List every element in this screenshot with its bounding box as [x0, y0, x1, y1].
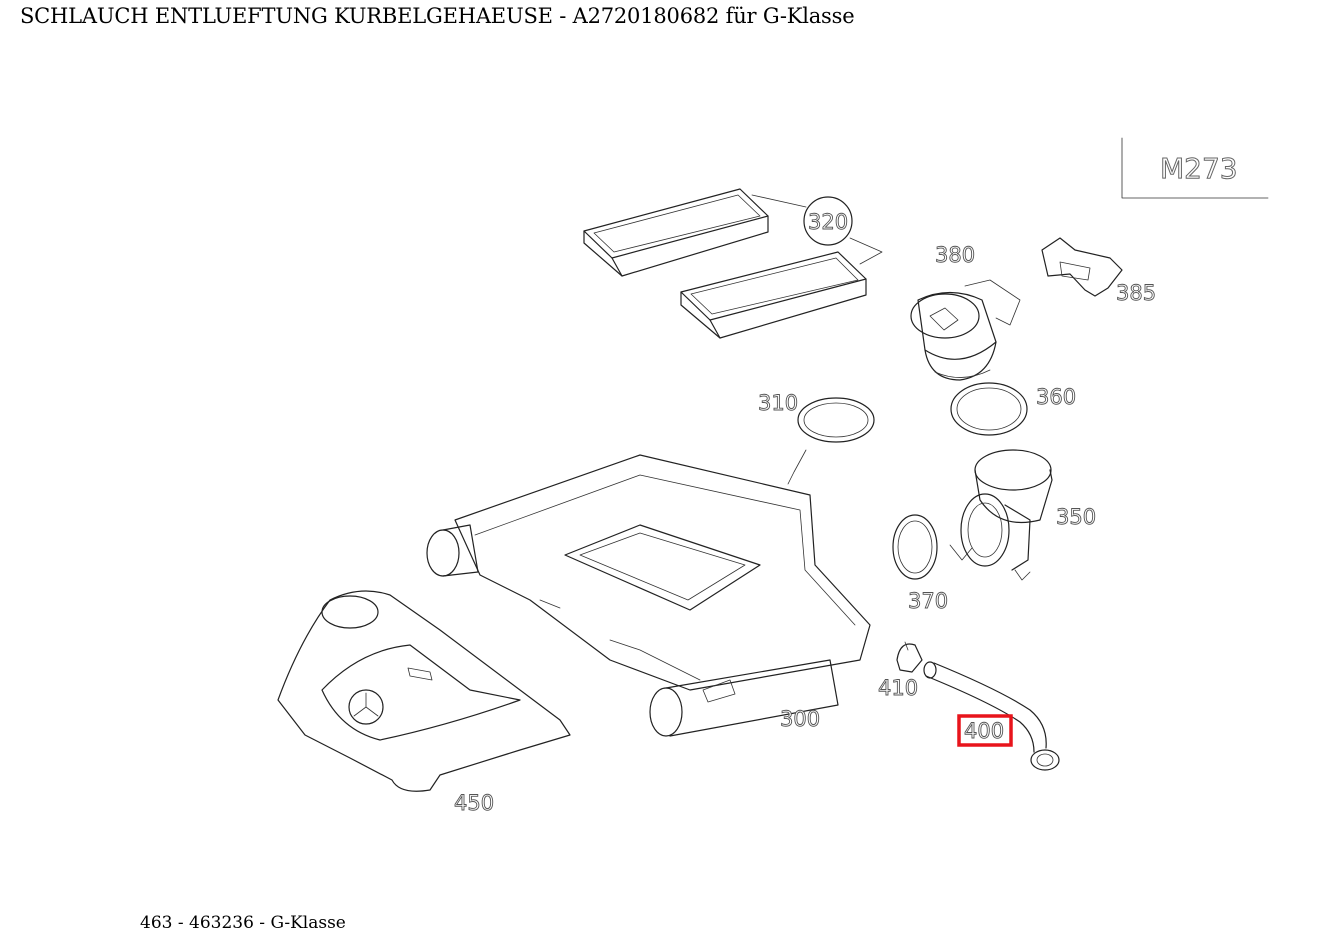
- part-370-seal[interactable]: 370: [892, 514, 949, 613]
- part-label-380: 380: [935, 243, 975, 267]
- part-label-385: 385: [1116, 281, 1156, 305]
- part-320-air-filters[interactable]: 320: [583, 188, 883, 339]
- part-400-ventilation-hose[interactable]: 400: [923, 661, 1060, 771]
- part-360-ring[interactable]: 360: [950, 382, 1077, 436]
- part-label-410: 410: [878, 676, 918, 700]
- part-450-engine-cover[interactable]: 450: [277, 590, 571, 815]
- part-385-sensor[interactable]: 385: [1041, 237, 1157, 305]
- page-title: SCHLAUCH ENTLUEFTUNG KURBELGEHAEUSE - A2…: [20, 4, 855, 28]
- model-code-box: M273: [1121, 137, 1269, 199]
- part-410-clamp[interactable]: 410: [878, 641, 923, 700]
- part-310-seal[interactable]: 310: [758, 391, 875, 485]
- part-label-400: 400: [964, 719, 1004, 743]
- part-380-housing[interactable]: 380: [910, 243, 1021, 381]
- model-code-label: M273: [1160, 152, 1238, 185]
- part-label-360: 360: [1036, 385, 1076, 409]
- part-label-310: 310: [758, 391, 798, 415]
- highlight-box-400: [957, 714, 1013, 747]
- part-label-300: 300: [780, 707, 820, 731]
- part-label-320: 320: [808, 210, 848, 234]
- part-300-air-filter-housing[interactable]: 300: [426, 454, 871, 737]
- part-350-intake-duct[interactable]: 350: [949, 449, 1097, 581]
- part-label-450: 450: [454, 791, 494, 815]
- footer-caption: 463 - 463236 - G-Klasse: [140, 913, 346, 933]
- part-label-370: 370: [908, 589, 948, 613]
- part-label-350: 350: [1056, 505, 1096, 529]
